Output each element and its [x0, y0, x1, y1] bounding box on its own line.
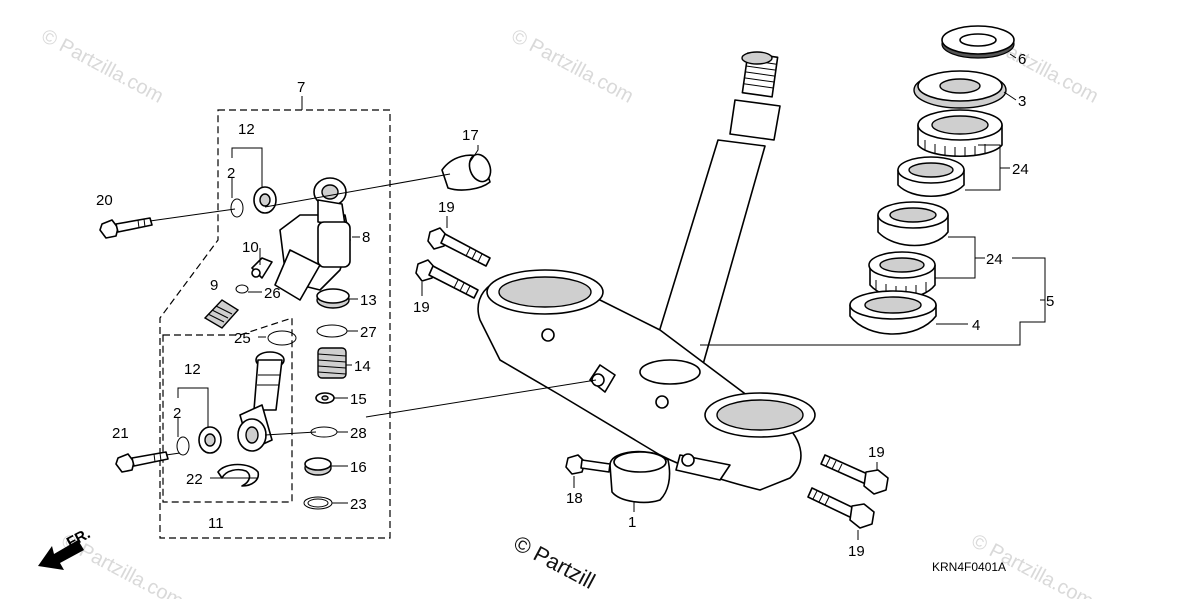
callout-15: 15	[350, 391, 367, 408]
bolt	[820, 454, 889, 495]
drawing-code: KRN4F0401A	[932, 560, 1006, 574]
damper-body-8	[274, 177, 351, 301]
ring-25	[267, 330, 297, 346]
clamp-assembly	[565, 450, 671, 504]
callout-28: 28	[350, 425, 367, 442]
callout-6: 6	[1018, 51, 1026, 68]
circlip-23	[303, 496, 333, 510]
watermark-bottom: © Partzill	[510, 530, 600, 594]
bearing-upper	[917, 109, 1003, 158]
bottom-bridge	[477, 269, 816, 491]
washer-15	[315, 392, 335, 404]
damper-parts	[99, 153, 492, 510]
oring-2b	[176, 436, 190, 456]
oring-2a	[230, 198, 244, 218]
dust-seal-3	[913, 70, 1007, 109]
callout-1: 1	[628, 514, 636, 531]
piston-rod	[237, 351, 285, 452]
leader-lines	[149, 53, 1046, 540]
assembly-box-11	[162, 317, 293, 503]
callouts: 1 2 2 3 4 5 6 7 8 9 10 11 12 12 13 14 15…	[96, 51, 1054, 560]
callout-10: 10	[242, 239, 259, 256]
callout-19a: 19	[438, 199, 455, 216]
circlip-22	[217, 463, 260, 487]
bolt	[415, 259, 479, 299]
watermark: © Partzilla.com	[38, 25, 167, 108]
callout-25: 25	[234, 330, 251, 347]
cap-17	[441, 153, 492, 191]
callout-19c: 19	[868, 444, 885, 461]
dust-seal-4	[849, 290, 937, 335]
oring-27	[316, 324, 348, 338]
race-lower	[877, 201, 949, 247]
callout-16: 16	[350, 459, 367, 476]
callout-27: 27	[360, 324, 377, 341]
collar-12b	[198, 426, 222, 454]
callout-11: 11	[208, 515, 224, 532]
callout-5: 5	[1046, 293, 1054, 310]
seal-13	[316, 288, 350, 309]
valve-10	[251, 257, 273, 279]
bearing-stack	[849, 25, 1015, 335]
callout-17: 17	[462, 127, 479, 144]
callout-20: 20	[96, 192, 113, 209]
callout-21: 21	[112, 425, 129, 442]
callout-4: 4	[972, 317, 980, 334]
callout-23: 23	[350, 496, 367, 513]
callout-19d: 19	[848, 543, 865, 560]
callout-24a: 24	[1012, 161, 1029, 178]
callout-8: 8	[362, 229, 370, 246]
bolts-19	[415, 227, 889, 529]
spring-14	[317, 347, 347, 379]
callout-22: 22	[186, 471, 203, 488]
callout-26: 26	[264, 285, 281, 302]
collar-12a	[253, 186, 277, 214]
callout-2a: 2	[227, 165, 235, 182]
bolt	[807, 487, 875, 529]
watermark: © Partzilla.com	[508, 25, 637, 108]
callout-3: 3	[1018, 93, 1026, 110]
seal-16	[304, 457, 332, 476]
bolt-21	[115, 451, 169, 473]
oring-26	[235, 284, 249, 294]
stem-nut-6	[941, 25, 1015, 59]
callout-12a: 12	[238, 121, 255, 138]
group-boxes	[159, 109, 391, 539]
callout-14: 14	[354, 358, 371, 375]
callout-9: 9	[210, 277, 218, 294]
callout-18: 18	[566, 490, 583, 507]
race-upper	[897, 156, 965, 197]
callout-2b: 2	[173, 405, 181, 422]
assembly-box-7	[159, 109, 391, 539]
callout-24b: 24	[986, 251, 1003, 268]
bolt-20	[99, 217, 153, 239]
callout-7: 7	[297, 79, 305, 96]
callout-12b: 12	[184, 361, 201, 378]
front-arrow-icon	[38, 540, 84, 570]
callout-13: 13	[360, 292, 377, 309]
spring-9	[203, 299, 240, 329]
callout-19b: 19	[413, 299, 430, 316]
bolt	[427, 227, 491, 267]
steering-stem	[647, 51, 781, 376]
